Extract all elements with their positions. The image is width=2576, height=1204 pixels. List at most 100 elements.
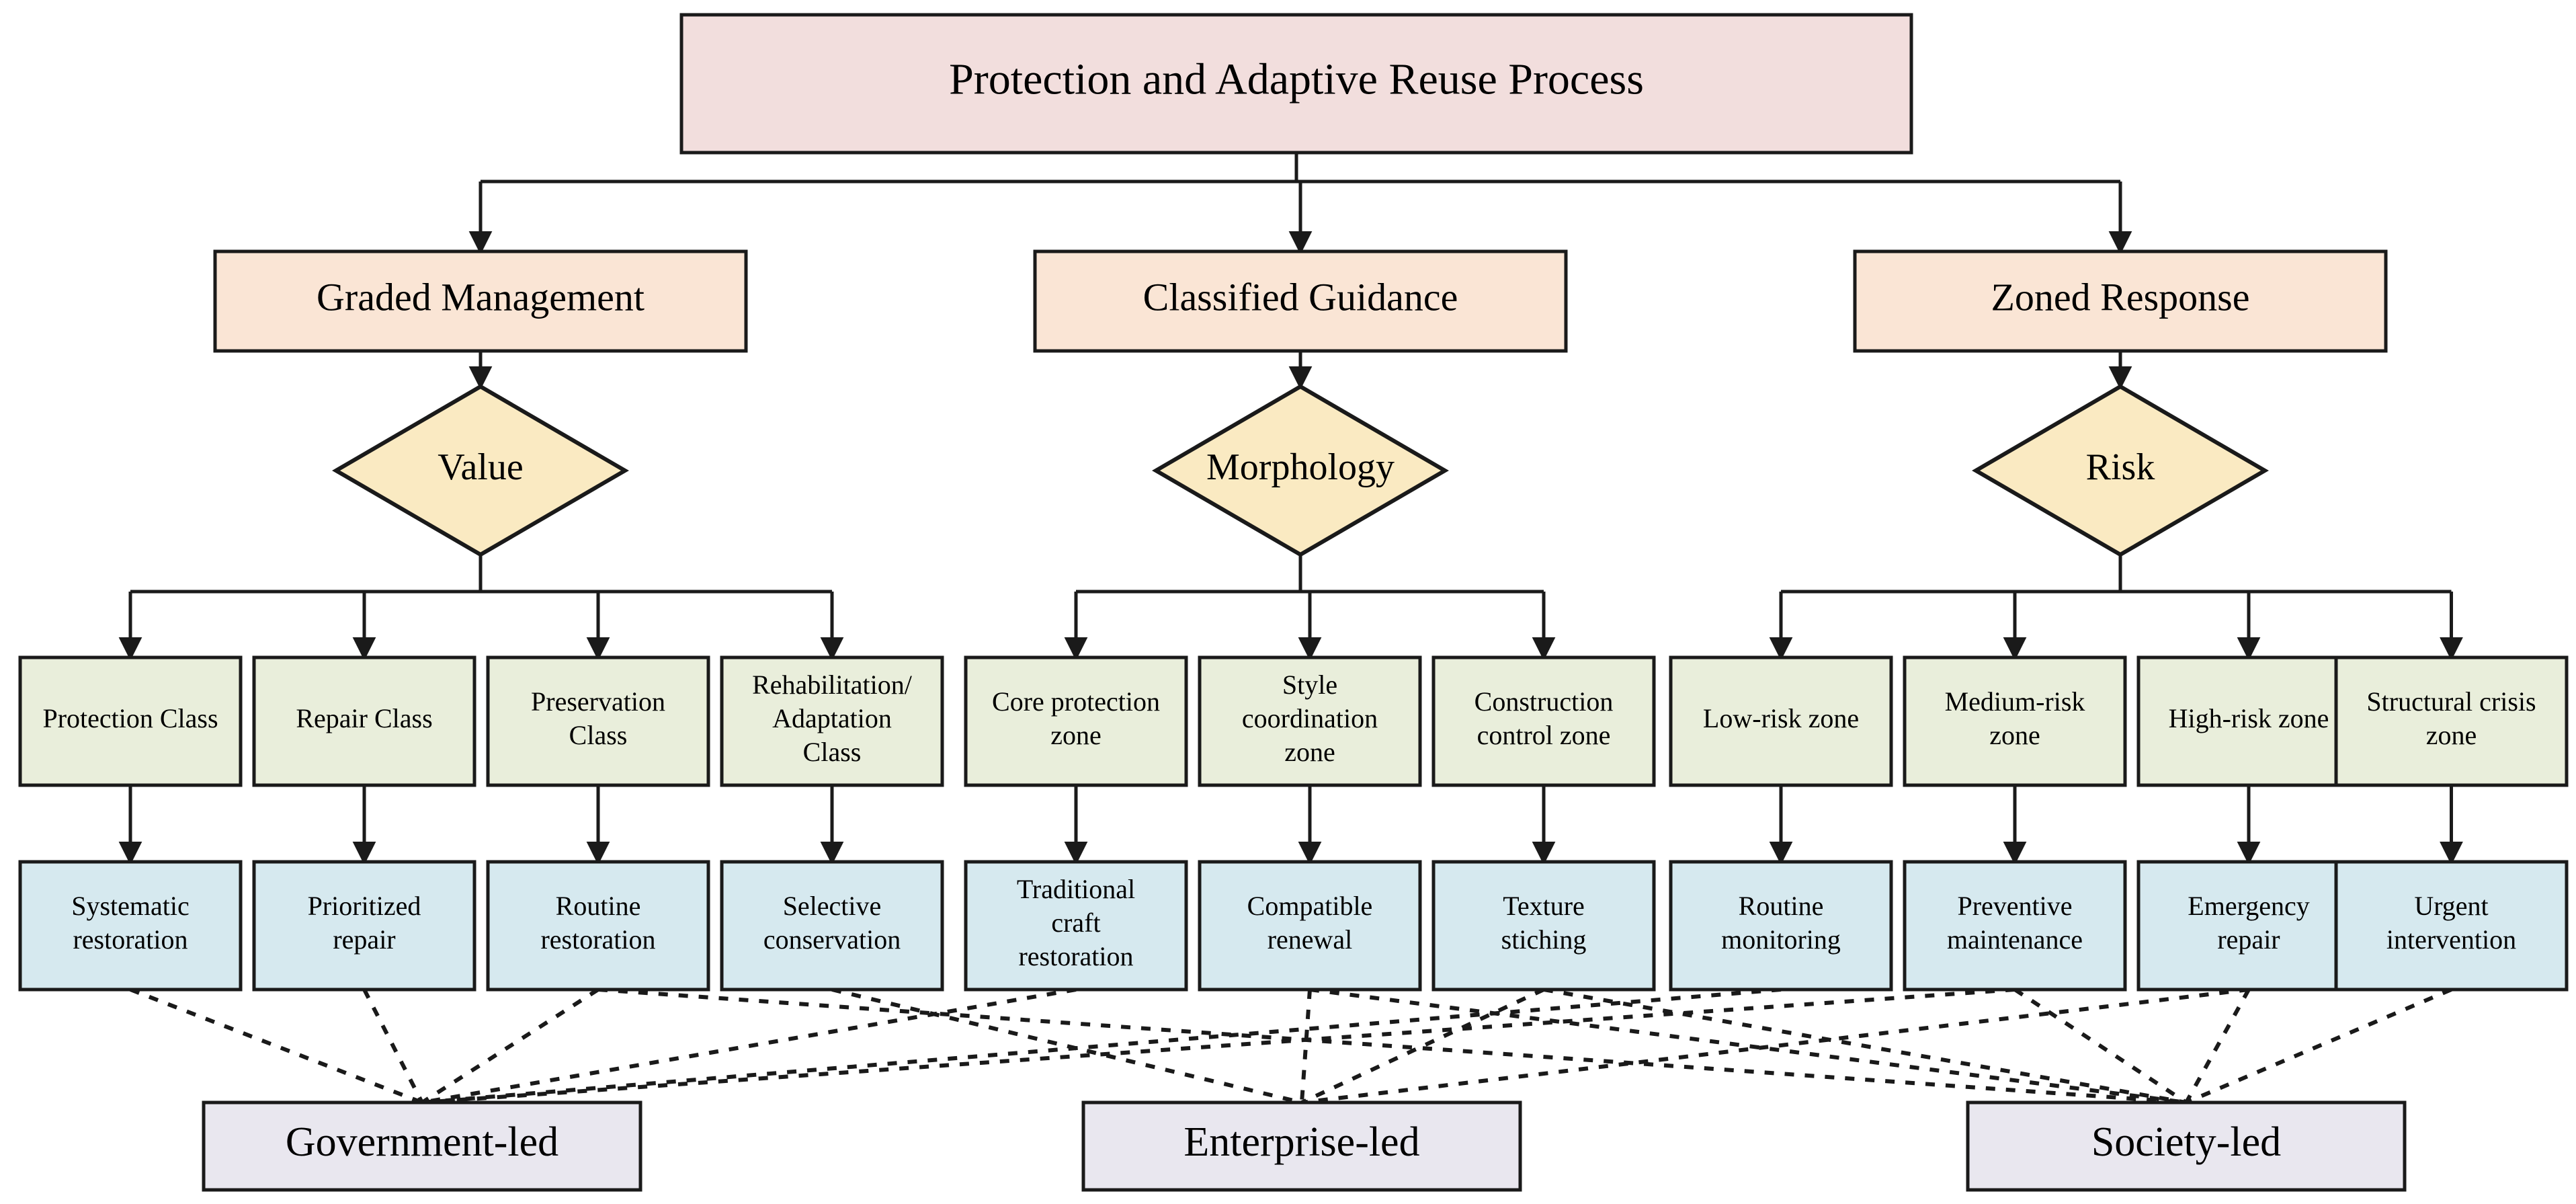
root-node-box [679,13,1913,155]
decision-node-0-label: Value [438,446,524,488]
action-node-1-2-label: Texture [1503,891,1585,921]
action-node-0-3-box [720,860,944,992]
class-node-2-0-box [1669,655,1893,787]
action-node-0-2-label: restoration [540,924,655,955]
decision-node-1[interactable]: Morphology [1152,384,1449,557]
action-node-0-1-label: repair [333,924,395,955]
action-node-2-3-box [2334,860,2569,992]
actor-node-2-label: Society-led [2091,1119,2281,1165]
class-node-2-1-label: zone [1989,720,2040,750]
class-node-1-1-label: zone [1284,737,1335,767]
class-node-2-1-label: Medium-risk [1945,686,2085,717]
class-node-2-3-box [2334,655,2569,787]
class-node-0-3-label: Rehabilitation/ [752,670,913,700]
association-line [421,988,1077,1105]
action-node-0-3-label: Selective [783,891,882,921]
branch-node-0-label: Graded Management [317,275,645,319]
class-node-0-0-box [18,655,243,787]
action-node-1-2-label: stiching [1501,924,1587,955]
decision-node-0[interactable]: Value [332,384,629,557]
association-line [1301,988,2249,1105]
action-node-1-1-label: renewal [1268,924,1353,955]
association-line [1543,988,2187,1105]
branch-node-1[interactable]: Classified Guidance [1033,249,1568,353]
association-line [1300,989,1312,1103]
action-node-0-1-box [252,860,476,992]
action-node-0-3-label: conservation [763,924,901,955]
action-node-0-2-label: Routine [556,891,641,921]
class-node-0-2-label: Class [569,720,628,750]
actor-node-0[interactable]: Government-led [202,1100,642,1192]
nodes-group: Protection and Adaptive Reuse ProcessGra… [18,13,2569,1192]
association-line [421,988,599,1105]
association-line [1309,988,2187,1105]
decision-node-1-shape [1152,384,1449,557]
branch-node-2-box [1853,249,2388,353]
action-node-2-3-label: intervention [2386,924,2516,955]
class-node-0-1-box [252,655,476,787]
class-node-2-2-label: High-risk zone [2169,703,2329,733]
class-node-2-3-label: Structural crisis [2366,686,2536,717]
branch-node-0-box [213,249,748,353]
action-node-2-3-label: Urgent [2414,891,2488,921]
class-node-1-2-label: Construction [1474,686,1614,717]
action-node-0-0-label: Systematic [71,891,190,921]
decision-node-2[interactable]: Risk [1972,384,2269,557]
actor-node-1-label: Enterprise-led [1183,1119,1419,1165]
action-node-1-0-box [964,860,1188,992]
class-node-1-0-label: zone [1050,720,1102,750]
branch-node-0[interactable]: Graded Management [213,249,748,353]
branch-node-2[interactable]: Zoned Response [1853,249,2388,353]
class-node-0-1[interactable]: Repair Class [252,655,476,787]
branch-node-1-label: Classified Guidance [1143,275,1458,319]
branch-node-2-label: Zoned Response [1991,275,2250,319]
association-line [2013,988,2188,1105]
action-node-2-0-box [1669,860,1893,992]
actor-node-1[interactable]: Enterprise-led [1081,1100,1522,1192]
decision-node-1-label: Morphology [1206,446,1395,488]
class-node-0-3-box [720,655,944,787]
class-node-0-3-label: Class [803,737,862,767]
class-node-1-0-box [964,655,1188,787]
class-node-0-2-label: Preservation [531,686,665,717]
actor-node-0-box [202,1100,642,1192]
actor-node-0-label: Government-led [286,1119,558,1165]
class-node-2-0[interactable]: Low-risk zone [1669,655,1893,787]
class-node-2-2[interactable]: High-risk zone [2136,655,2361,787]
action-node-0-0-label: restoration [73,924,188,955]
dashed-edges-group [129,988,2452,1105]
class-node-2-0-label: Low-risk zone [1703,703,1859,733]
action-node-2-1-box [1903,860,2127,992]
root-node[interactable]: Protection and Adaptive Reuse Process [679,13,1913,155]
action-node-1-2-box [1431,860,1656,992]
class-node-1-1-box [1198,655,1422,787]
action-node-0-1-label: Prioritized [308,891,421,921]
class-node-0-0[interactable]: Protection Class [18,655,243,787]
class-node-1-0-label: Core protection [992,686,1160,717]
action-node-2-0-label: monitoring [1721,924,1841,955]
actor-node-1-box [1081,1100,1522,1192]
class-node-0-3-label: Adaptation [772,703,892,733]
association-line [831,988,1302,1105]
action-node-1-0-label: craft [1051,908,1100,938]
association-line [2185,988,2452,1105]
actor-node-2[interactable]: Society-led [1966,1100,2407,1192]
